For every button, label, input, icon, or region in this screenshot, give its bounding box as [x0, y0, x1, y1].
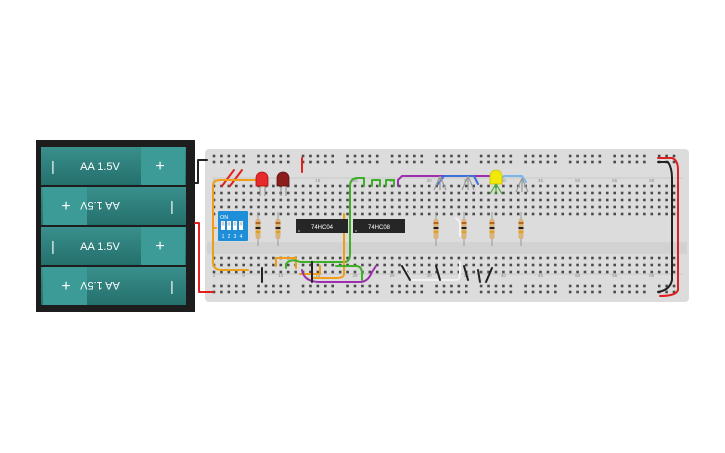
- bottom-col-number: 20: [352, 273, 358, 278]
- bottom-col-number: 15: [315, 273, 321, 278]
- wire-green-short-2[interactable]: [385, 179, 395, 187]
- wire-orange-mid[interactable]: [275, 257, 297, 269]
- top-col-number: 1: [213, 178, 216, 183]
- wire-green-short-1[interactable]: [371, 179, 381, 187]
- top-col-number: 15: [315, 178, 321, 183]
- dip-position-number: 3: [234, 234, 237, 240]
- wire-orange-lower[interactable]: [299, 265, 321, 275]
- resistor-4[interactable]: [461, 212, 467, 246]
- wire-white-upper[interactable]: [455, 217, 461, 237]
- battery-plus-sign: +: [61, 198, 70, 215]
- rail-jumper-black-right[interactable]: [657, 161, 673, 293]
- wire-black-3[interactable]: [401, 265, 411, 281]
- wires: [194, 157, 679, 297]
- battery-minus-sign: |: [51, 158, 55, 174]
- battery-cell-label: AA 1.5V: [80, 161, 120, 173]
- battery-negative-wire[interactable]: [194, 159, 208, 184]
- dip-position-number: 2: [228, 234, 231, 240]
- battery-plus-sign: +: [155, 238, 164, 255]
- battery-plus-sign: +: [61, 278, 70, 295]
- wire-orange-top[interactable]: [212, 179, 263, 229]
- top-col-number: 30: [427, 178, 433, 183]
- top-col-number: 55: [612, 178, 618, 183]
- resistor-5[interactable]: [489, 212, 495, 246]
- battery-cell-2: + | AA 1.5V: [41, 187, 186, 225]
- bottom-col-number: 50: [575, 273, 581, 278]
- resistor-2[interactable]: [275, 212, 281, 246]
- top-col-number: 40: [501, 178, 507, 183]
- battery-minus-sign: |: [51, 238, 55, 254]
- dip-position-number: 1: [222, 234, 225, 240]
- battery-cell-label: AA 1.5V: [79, 279, 119, 291]
- resistor-6[interactable]: [518, 212, 524, 246]
- led-yellow[interactable]: [489, 169, 503, 185]
- rgb-led-legs: [433, 175, 529, 195]
- battery-cell-label: AA 1.5V: [79, 199, 119, 211]
- chip-74hc04-label: 74HC04: [311, 225, 334, 231]
- battery-cell-3: + | AA 1.5V: [41, 227, 186, 265]
- bottom-col-number: 10: [278, 273, 284, 278]
- breadboard-channel: [207, 242, 687, 254]
- battery-plus-sign: +: [155, 158, 164, 175]
- breadboard: 11015202530354045505560 1510152025303540…: [205, 149, 689, 302]
- dip-position-number: 4: [240, 234, 243, 240]
- rail-jumper-red-right[interactable]: [657, 157, 679, 297]
- bottom-col-number: 60: [649, 273, 655, 278]
- dip-on-label: ON: [220, 215, 228, 221]
- top-col-number: 50: [575, 178, 581, 183]
- battery-minus-sign: |: [170, 278, 174, 294]
- wire-orange-chip[interactable]: [311, 213, 345, 279]
- wire-green-lower[interactable]: [335, 265, 363, 281]
- resistor-1[interactable]: [255, 212, 261, 246]
- battery-cell-1: + | AA 1.5V: [41, 147, 186, 185]
- wire-black-6[interactable]: [477, 269, 481, 283]
- bottom-col-number: 55: [612, 273, 618, 278]
- bottom-col-number: 40: [501, 273, 507, 278]
- bottom-col-number: 1: [213, 273, 216, 278]
- wire-red-diag-1[interactable]: [221, 169, 235, 187]
- bottom-col-number: 45: [538, 273, 544, 278]
- bottom-col-number: 30: [427, 273, 433, 278]
- battery-pack[interactable]: + | AA 1.5V + | AA 1.5V + | AA 1.5V + | AA 1.5V: [36, 140, 195, 312]
- wire-orange-left[interactable]: [212, 227, 249, 271]
- wire-purple-lower[interactable]: [301, 265, 377, 283]
- battery-minus-sign: |: [170, 198, 174, 214]
- led-red[interactable]: [255, 171, 269, 196]
- battery-cell-label: AA 1.5V: [80, 241, 120, 253]
- resistors: [255, 212, 524, 246]
- wire-green-loop[interactable]: [285, 177, 365, 269]
- resistor-3[interactable]: [433, 212, 439, 246]
- top-col-number: 20: [352, 178, 358, 183]
- wire-red-diag-2[interactable]: [229, 169, 243, 187]
- wire-black-5[interactable]: [463, 265, 469, 281]
- battery-cell-4: + | AA 1.5V: [41, 267, 186, 305]
- wire-blue-top[interactable]: [437, 175, 479, 185]
- bottom-col-number: 25: [390, 273, 396, 278]
- wire-black-4[interactable]: [435, 265, 441, 281]
- top-col-number: 45: [538, 178, 544, 183]
- bottom-col-number: 5: [242, 273, 245, 278]
- wire-white-lower[interactable]: [403, 261, 461, 281]
- led-dark-red[interactable]: [276, 171, 290, 196]
- chip-74hc04[interactable]: 74HC04: [296, 219, 348, 233]
- battery-positive-wire[interactable]: [194, 222, 214, 293]
- chip-74hc08[interactable]: 74HC08: [353, 219, 405, 233]
- wire-black-7[interactable]: [485, 267, 493, 283]
- chip-74hc08-label: 74HC08: [368, 225, 391, 231]
- top-col-number: 60: [649, 178, 655, 183]
